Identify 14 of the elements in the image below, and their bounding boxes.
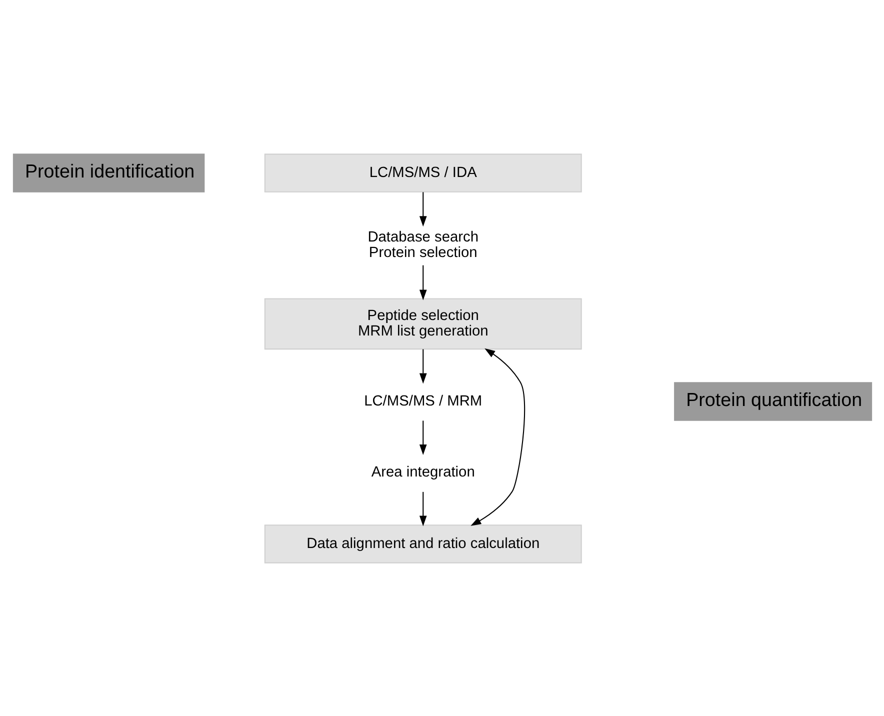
node-box: Protein identification [12,153,204,192]
node-box: LC/MS/MS / IDA [264,153,582,192]
arrow [418,420,426,454]
arrow [418,192,426,226]
node-text: Database search Protein selection [367,228,478,261]
arrow [418,264,426,300]
node-box: Peptide selection MRM list generation [264,298,582,350]
node-text: LC/MS/MS / MRM [364,392,482,409]
node-text: Area integration [370,464,474,480]
arrow [470,348,525,526]
node-box: Data alignment and ratio calculation [264,524,582,563]
arrow [418,491,426,526]
arrow [418,348,426,384]
node-box: Protein quantification [674,382,872,420]
